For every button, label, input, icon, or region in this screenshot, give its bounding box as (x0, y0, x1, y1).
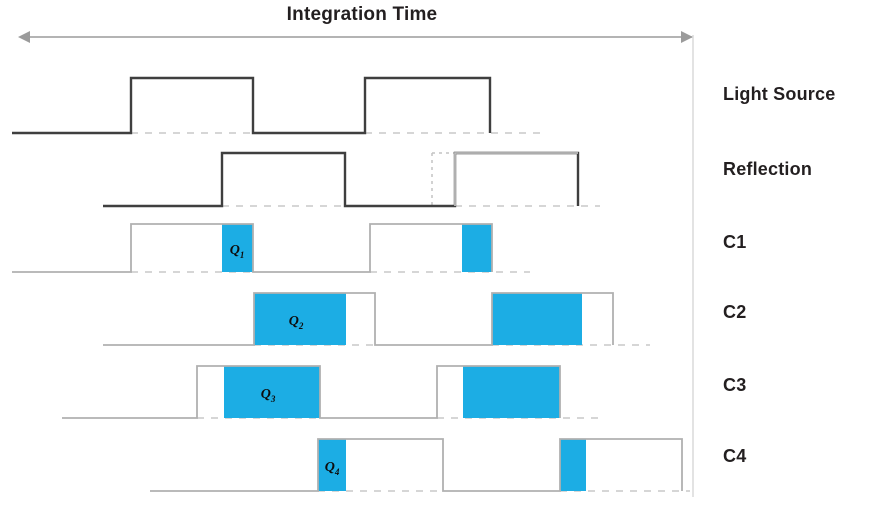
charge-symbol-Q1: Q (230, 243, 240, 258)
charge-label-Q3: Q3 (261, 387, 276, 404)
waveform-c2: Q2 (103, 292, 650, 346)
page-title: Integration Time (287, 4, 438, 25)
charge-subscript-Q1: 1 (240, 250, 245, 260)
signal-trace-c4 (150, 438, 683, 492)
charge-symbol-Q4: Q (325, 460, 335, 475)
waveform-c4: Q4 (150, 438, 690, 492)
charge-subscript-Q2: 2 (298, 321, 304, 331)
signal-trace-light-source (12, 76, 492, 135)
waveform-reflection (103, 151, 600, 208)
charge-subscript-Q4: 4 (334, 467, 340, 477)
charge-symbol-Q3: Q (261, 387, 271, 402)
charge-block-Q3 (224, 366, 320, 418)
waveform-c3: Q3 (62, 365, 600, 419)
signal-trace-c3 (62, 365, 561, 419)
row-label-c2: C2 (723, 302, 746, 322)
charge-block-Q1b (462, 224, 492, 272)
arrow-head-right (681, 31, 693, 43)
waveform-light-source (12, 76, 540, 135)
charge-block-Q3b (463, 366, 560, 418)
waveform-c1: Q1 (12, 223, 530, 273)
row-label-light-source: Light Source (723, 84, 835, 104)
signal-trace-reflection (103, 151, 580, 208)
charge-block-Q1 (222, 224, 253, 272)
integration-time-arrow (18, 31, 693, 43)
charge-block-Q2b (492, 293, 582, 345)
signal-trace-c1 (12, 223, 493, 273)
signal-trace-c2 (103, 292, 614, 346)
charge-label-Q2: Q2 (289, 314, 304, 331)
signal-trace-ghost-pulse (454, 152, 578, 206)
charge-label-Q4: Q4 (325, 460, 340, 477)
row-label-reflection: Reflection (723, 159, 812, 179)
row-label-c3: C3 (723, 375, 746, 395)
charge-block-Q4b (560, 439, 586, 491)
charge-subscript-Q3: 3 (270, 394, 276, 404)
charge-symbol-Q2: Q (289, 314, 299, 329)
row-label-c1: C1 (723, 232, 746, 252)
arrow-head-left (18, 31, 30, 43)
charge-block-Q2 (254, 293, 346, 345)
charge-block-Q4 (318, 439, 346, 491)
row-label-c4: C4 (723, 446, 746, 466)
charge-label-Q1: Q1 (230, 243, 245, 260)
